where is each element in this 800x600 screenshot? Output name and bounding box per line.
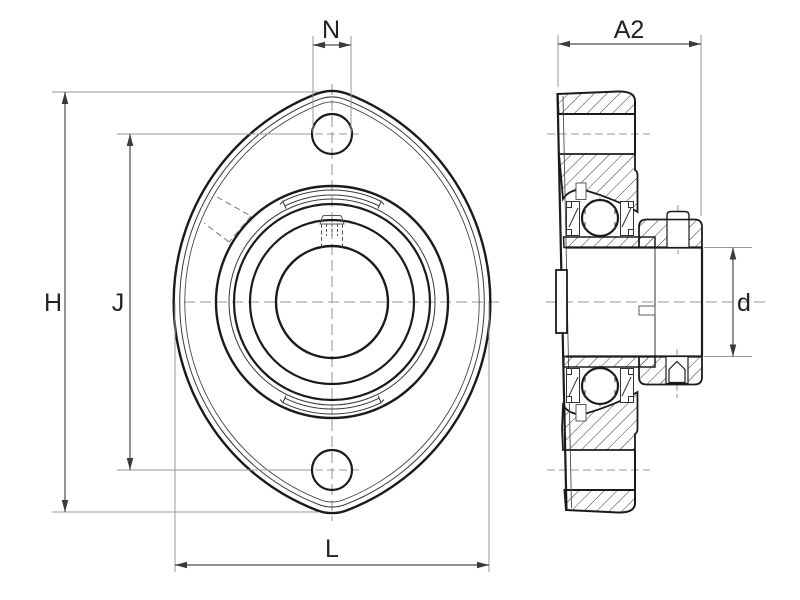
outer-ring-face-circle — [232, 202, 432, 402]
bore-circle — [274, 244, 390, 360]
dimensions: H J N A2 d L — [44, 16, 752, 572]
dimension-label-n: N — [322, 16, 340, 44]
set-screw-slot-top — [666, 218, 690, 249]
bolt-hole-top — [310, 112, 354, 156]
flange-section-top-lower — [558, 153, 639, 214]
side-view — [546, 90, 770, 514]
dimension-label-l: L — [325, 535, 339, 563]
inner-ring-circle — [248, 218, 416, 386]
seat-arc-band-bottom — [279, 395, 385, 415]
shaft-step-detail — [638, 305, 656, 316]
flange-inner-contour-2 — [184, 101, 480, 503]
seal-rivet — [566, 201, 572, 208]
bearing-ball-top-group — [566, 182, 634, 238]
dimension-lines — [64, 43, 734, 566]
seal-rivet — [566, 368, 572, 375]
seal-rivet — [628, 396, 634, 403]
dimension-label-j: J — [112, 289, 125, 317]
flange-section-top-band — [556, 90, 636, 115]
hidden-boss-dashed — [203, 196, 252, 243]
flange-outline — [172, 89, 492, 515]
flange-section-bottom-band — [563, 489, 636, 514]
bearing-ball-bottom — [580, 366, 620, 406]
seal-top-right — [620, 201, 634, 236]
shaft-front-boss — [555, 269, 568, 334]
locking-collar-bottom — [638, 355, 703, 386]
seal-rivet — [628, 229, 634, 236]
seal-rivet — [566, 396, 572, 403]
front-view — [172, 84, 502, 521]
bearing-ball-top — [580, 198, 620, 238]
set-screw-tip-bottom — [668, 360, 686, 384]
bearing-ball-bottom-group — [566, 366, 634, 422]
flange-inner-contour-1 — [179, 96, 485, 508]
locking-collar-top — [638, 210, 703, 249]
extension-lines — [52, 35, 752, 572]
seal-bottom-left — [566, 368, 580, 403]
set-screw-cap-top — [666, 210, 690, 221]
seat-arc-band-top — [279, 189, 385, 209]
dimension-label-d: d — [737, 289, 751, 317]
set-screw-hidden-detail — [319, 215, 345, 247]
lube-slot-top — [575, 182, 587, 200]
arrowheads — [61, 40, 737, 569]
seal-rivet — [566, 229, 572, 236]
outer-ring-edge-circle — [228, 198, 436, 406]
housing-seat-circle — [214, 184, 450, 420]
bolt-hole-bottom — [310, 448, 354, 492]
seal-rivet — [628, 368, 634, 375]
seal-rivet — [628, 201, 634, 208]
dimension-label-h: H — [44, 289, 62, 317]
dimension-label-a2: A2 — [614, 16, 645, 44]
lube-slot-bottom — [575, 404, 587, 422]
